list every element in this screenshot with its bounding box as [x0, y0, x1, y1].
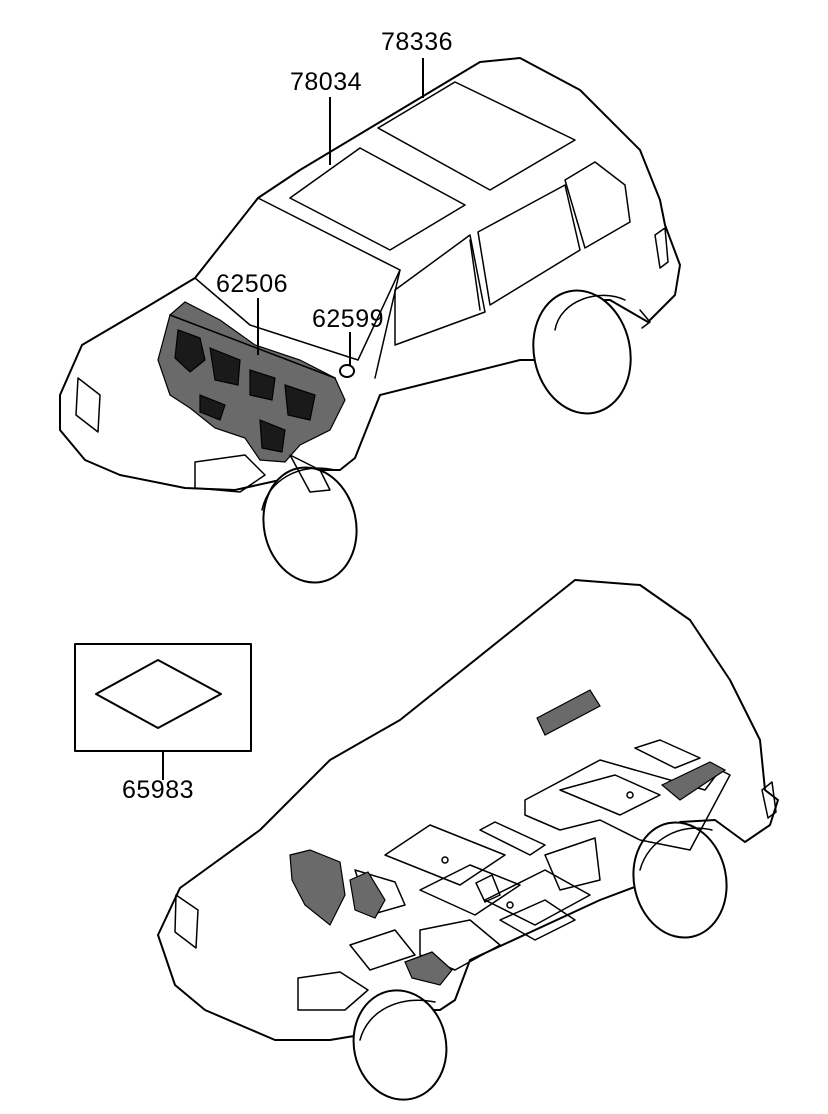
- top-vehicle-illustration: 78336 78034 62506 62599: [59, 28, 681, 584]
- floor-insulator-parts: [289, 689, 731, 986]
- grommet-part: [339, 364, 355, 378]
- part-label-62506: 62506: [216, 270, 288, 298]
- dash-insulator-part: [157, 301, 346, 493]
- detail-box-65983: 65983: [74, 643, 252, 804]
- part-label-78034: 78034: [290, 68, 362, 96]
- bottom-vehicle-illustration: [157, 579, 779, 1101]
- part-label-65983: 65983: [122, 776, 194, 804]
- part-label-78336: 78336: [381, 28, 453, 56]
- part-label-62599: 62599: [312, 305, 384, 333]
